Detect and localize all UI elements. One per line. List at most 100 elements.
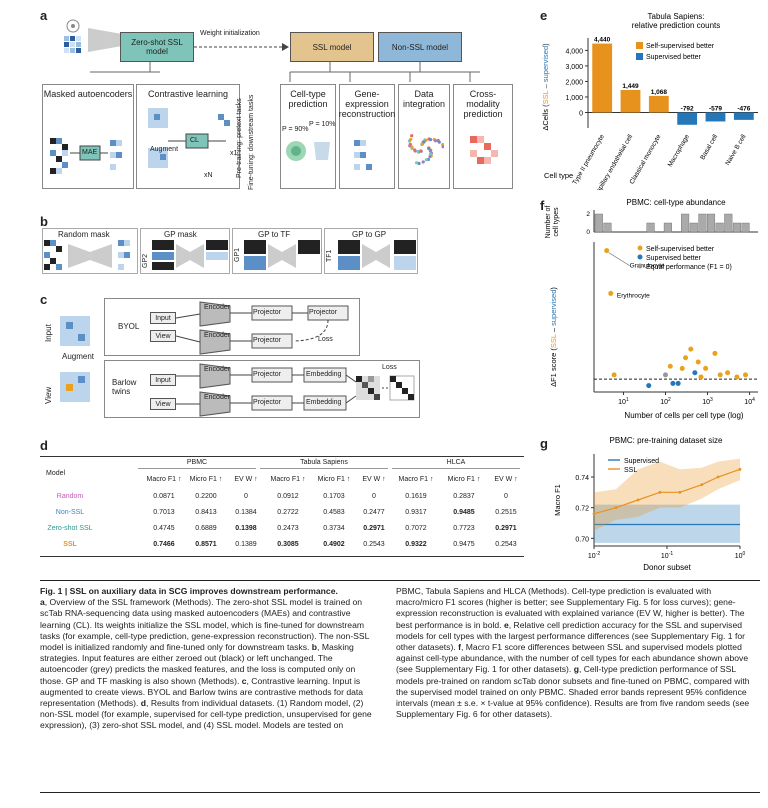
y-axis-label: Macro F1 [553, 484, 562, 516]
hist-bar [603, 222, 612, 233]
metric-header: EV W ↑ [234, 476, 258, 483]
view-side-label: View [44, 386, 53, 404]
scatter-point [692, 370, 698, 376]
panel-e-label: e [540, 8, 548, 23]
y-tick-label: 0.72 [575, 506, 589, 513]
table-cell: 0.1389 [235, 541, 257, 548]
metric-header: Macro F1 ↑ [270, 476, 306, 483]
series-point [716, 475, 720, 479]
scatter-point [688, 346, 694, 352]
tick-exp: -1 [669, 551, 674, 557]
x-tick-label: 10-1 [661, 551, 673, 560]
table-cell: 0.9485 [453, 509, 475, 516]
dataset-pbmc: PBMC [138, 459, 256, 469]
bar-value-label: -476 [737, 105, 750, 112]
barlow-encoder-1: Encoder [204, 366, 231, 373]
gp-mask-title: GP mask [164, 230, 197, 239]
y-tick-label: 0.70 [575, 536, 589, 543]
metric-header: Micro F1 ↑ [447, 476, 481, 483]
hist-bar [594, 213, 603, 233]
tick-base: 10 [735, 553, 743, 560]
legend-label: Supervised [624, 458, 659, 465]
umap-dot [428, 152, 433, 156]
scatter-point [717, 372, 723, 378]
line-chart-g: PBMC: pre-training dataset size0.700.720… [553, 436, 746, 572]
gp-to-gp-title: GP to GP [352, 230, 387, 239]
weight-init-label: Weight initialization [200, 30, 260, 37]
category-label: Classical monocyte [629, 133, 663, 185]
scatter-point [675, 380, 681, 386]
umap-dot [410, 134, 414, 138]
metric-header-row: Macro F1 ↑ Micro F1 ↑ EV W ↑ Macro F1 ↑ Micr… [40, 474, 524, 490]
table-cell: 0.2473 [277, 525, 299, 532]
chart-title-2: relative prediction counts [632, 21, 721, 30]
category-label: Naive B cell [724, 133, 747, 167]
table-cell: 0.6889 [195, 525, 217, 532]
ssl-model-box: SSL model [290, 32, 374, 62]
table-cell: 0.2515 [495, 509, 517, 516]
hist-ylabel-2: cell types [553, 207, 560, 237]
input-side-label: Input [44, 324, 53, 342]
gp-to-tf-title: GP to TF [258, 230, 291, 239]
umap-dot [437, 140, 441, 144]
ylabel-part: supervised [549, 290, 558, 326]
umap-dot [417, 161, 421, 166]
p10-label: P = 10% [309, 121, 336, 128]
table-cell: 0.7072 [405, 525, 427, 532]
y-tick-label: 1,000 [565, 95, 583, 102]
umap-dot [416, 149, 420, 154]
table-cell: 0.2837 [453, 493, 475, 500]
series-line [593, 468, 741, 515]
hist-bar [663, 222, 672, 233]
caption-panel-ref: f [458, 642, 461, 653]
tick-base: 10 [588, 553, 596, 560]
dataset-hlca: HLCA [392, 459, 520, 469]
bar-value-label: 4,440 [594, 37, 611, 44]
category-label: Basal cell [699, 133, 719, 161]
umap-dot [413, 148, 417, 152]
x-tick-label: 10-2 [588, 551, 600, 560]
metric-header: Macro F1 ↑ [146, 476, 182, 483]
legend-marker [637, 263, 643, 269]
ylabel-part: SSL [541, 90, 550, 104]
table-cell: 0.7466 [153, 541, 175, 548]
byol-loss: Loss [318, 336, 333, 343]
table-cell: 0.2200 [195, 493, 217, 500]
hist-bar [732, 222, 741, 233]
legend-label: Equal performance (F1 = 0) [646, 264, 732, 271]
model-name: Zero-shot SSL [47, 525, 93, 532]
barlow-input-box: Input [150, 374, 176, 386]
x-tick-label: 101 [618, 397, 629, 406]
table-cell: 0.8413 [195, 509, 217, 516]
scatter-point [743, 372, 749, 378]
table-cell: 0.2477 [363, 509, 385, 516]
legend-label: Self-supervised better [646, 246, 715, 253]
caption-panel-ref: d [140, 698, 147, 709]
barlow-encoder-2: Encoder [204, 394, 231, 401]
table-cell: 0 [372, 493, 376, 500]
tick-base: 10 [660, 399, 668, 406]
table-cell: 0.8571 [195, 541, 217, 548]
table-cell: 0.4902 [323, 541, 345, 548]
table-cell: 0.4583 [323, 509, 345, 516]
task-celltype-box: Cell-type prediction [280, 84, 336, 189]
table-cell: 0.4745 [153, 525, 175, 532]
tick-base: 10 [702, 399, 710, 406]
mae-label: MAE [82, 149, 98, 156]
panel-d-label: d [40, 438, 48, 453]
task-gene-box: Gene-expression reconstruction [339, 84, 395, 189]
caption-title: Fig. 1 | SSL on auxiliary data in SCG im… [40, 586, 338, 596]
scatter-point [734, 374, 740, 380]
network-icon [64, 19, 81, 53]
umap-dot [428, 149, 432, 153]
metric-header: Micro F1 ↑ [189, 476, 223, 483]
table-cell: 0.2971 [495, 525, 517, 532]
scatter-point [712, 350, 718, 356]
legend-label: Supervised better [646, 54, 702, 61]
y-tick-label: 0 [579, 110, 583, 117]
metric-header: Macro F1 ↑ [398, 476, 434, 483]
scatter-point [725, 370, 731, 376]
legend-label: Supervised better [646, 255, 702, 262]
